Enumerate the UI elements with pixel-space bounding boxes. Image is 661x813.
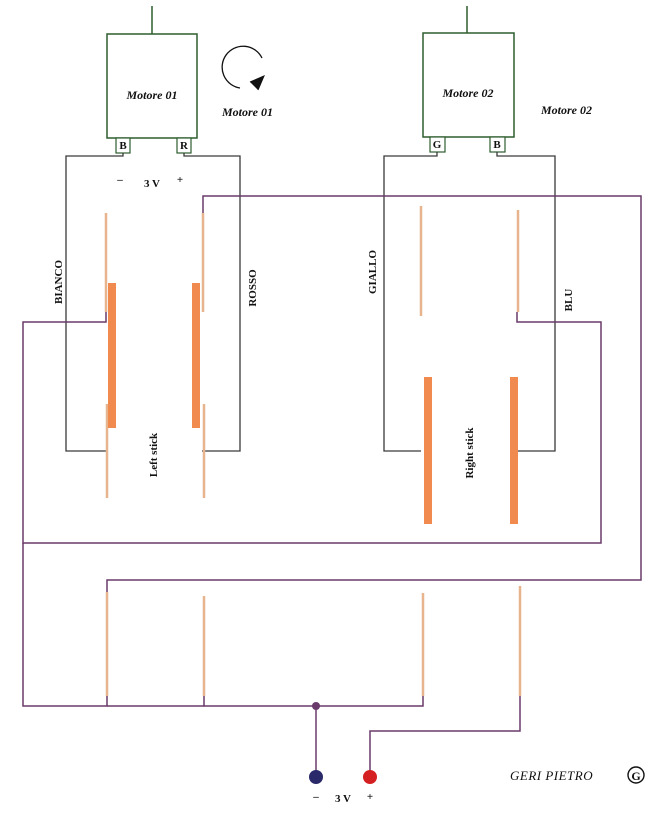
- junction-dot: [312, 702, 320, 710]
- motor-01-voltage-plus: +: [177, 174, 183, 186]
- motor-01-pin-b-label: B: [119, 140, 127, 152]
- purple-wire-bottom-right: [369, 696, 521, 775]
- right-stick-pad: [510, 377, 518, 524]
- monogram-letter: G: [631, 769, 640, 783]
- motor-01-inner-label: Motore 01: [126, 88, 178, 102]
- motor-01-side-label: Motore 01: [221, 105, 273, 119]
- motor-01-voltage-minus: –: [116, 174, 123, 186]
- wire-blu: [496, 152, 556, 452]
- wire-label-bianco: BIANCO: [53, 260, 65, 304]
- motor-02-side-label: Motore 02: [540, 103, 592, 117]
- right-stick-pad: [424, 377, 432, 524]
- wire-label-blu: BLU: [563, 289, 575, 312]
- motor-02-body: [422, 32, 515, 138]
- contact-strips: [104, 206, 522, 696]
- motor-01-body: [106, 33, 198, 139]
- battery-positive-terminal: [363, 770, 377, 784]
- motor-02-inner-label: Motore 02: [442, 86, 494, 100]
- motor-02-pin-b-label: B: [493, 139, 501, 151]
- battery-negative-terminal: [309, 770, 323, 784]
- purple-wire-left-loop: [22, 312, 602, 544]
- author-monogram: G: [627, 766, 645, 784]
- battery-voltage: 3 V: [335, 793, 351, 805]
- battery-minus: –: [312, 791, 319, 803]
- left-stick-label: Left stick: [148, 432, 160, 477]
- motor-01-pin-r-label: R: [180, 140, 189, 152]
- right-stick-label: Right stick: [464, 427, 476, 479]
- purple-wires: [22, 195, 642, 775]
- monogram-ring-icon: [627, 766, 645, 784]
- motor-02-pin-g-label: G: [433, 139, 442, 151]
- motor-wires: [65, 152, 556, 452]
- motor-01: Motore 01 B R: [106, 6, 198, 154]
- wire-bianco: [65, 153, 124, 452]
- purple-wire-bottom-left: [22, 543, 108, 707]
- wire-giallo: [383, 152, 438, 452]
- wire-rosso: [183, 153, 241, 452]
- stick-pads: [108, 283, 518, 524]
- wire-label-rosso: ROSSO: [247, 269, 259, 307]
- motor-01-voltage-value: 3 V: [144, 178, 160, 190]
- left-stick-pad: [108, 283, 116, 428]
- motor-02: Motore 02 G B: [422, 6, 515, 153]
- author-signature: GERI PIETRO: [510, 768, 593, 783]
- wire-label-giallo: GIALLO: [367, 250, 379, 294]
- left-stick-pad: [192, 283, 200, 428]
- battery-plus: +: [367, 791, 373, 803]
- rotation-arrow-icon: [221, 45, 265, 91]
